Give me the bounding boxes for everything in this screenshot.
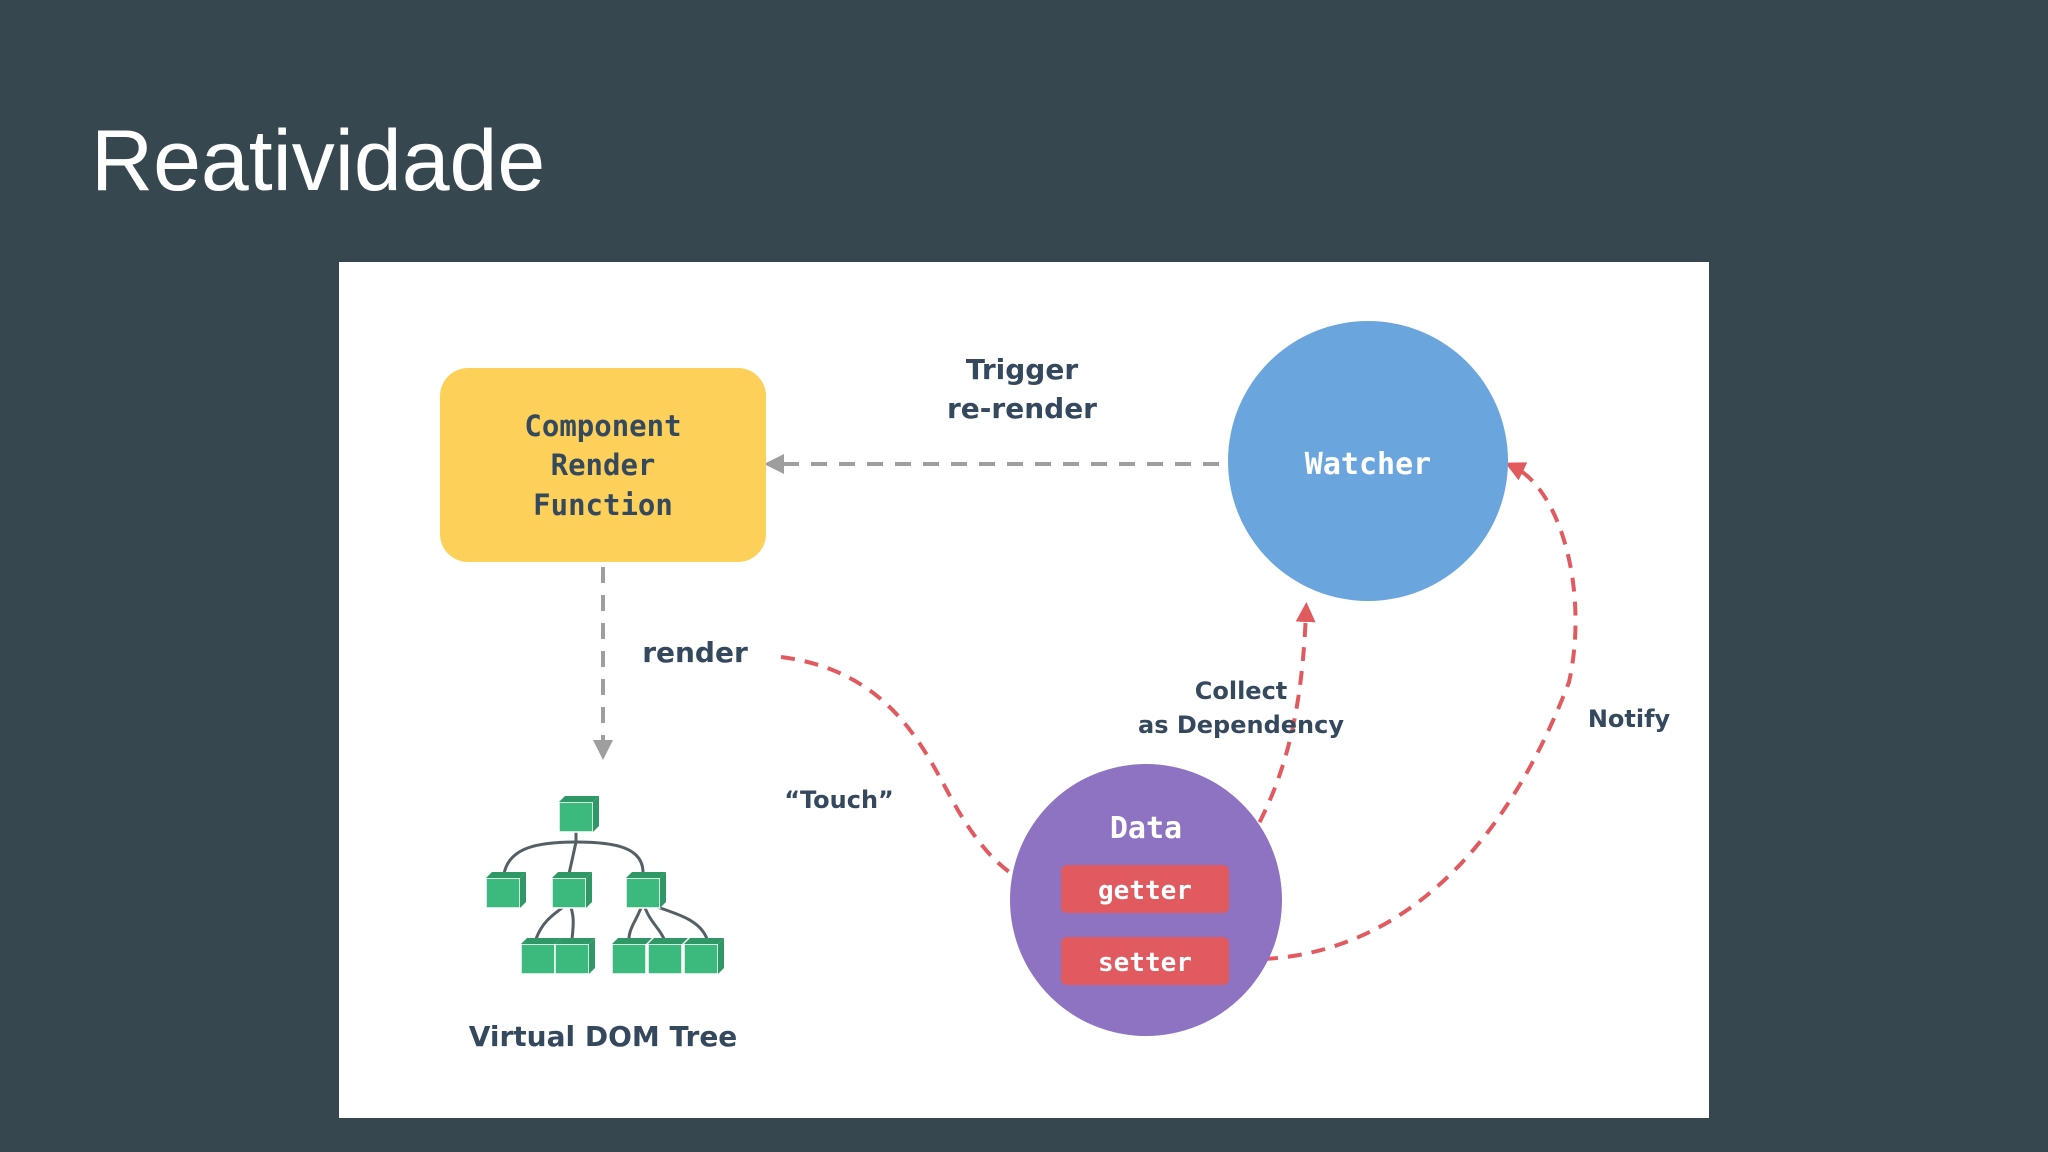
watcher-node: Watcher <box>1228 321 1508 601</box>
touch-label: “Touch” <box>784 786 894 814</box>
component-box-line-2: Render <box>551 448 656 482</box>
collect-label-line-1: Collect <box>1195 677 1288 705</box>
slide-title: Reatividade <box>91 113 546 209</box>
reactivity-diagram: Component Render Function Watcher Data g… <box>339 262 1709 1118</box>
notify-arrow <box>1263 462 1578 961</box>
virtual-dom-tree-label: Virtual DOM Tree <box>469 1020 738 1053</box>
setter-pill <box>1061 937 1229 985</box>
touch-arrow <box>780 655 1064 898</box>
component-box-line-3: Function <box>533 488 673 522</box>
notify-label: Notify <box>1588 705 1671 733</box>
trigger-label-line-2: re-render <box>947 392 1097 425</box>
data-label: Data <box>1110 811 1182 846</box>
getter-pill <box>1061 865 1229 913</box>
render-label: render <box>642 636 748 669</box>
setter-label: setter <box>1098 948 1192 978</box>
data-node: Data getter setter <box>1010 764 1282 1036</box>
component-render-function-box: Component Render Function <box>440 368 766 562</box>
trigger-label-line-1: Trigger <box>966 353 1079 386</box>
component-box-line-1: Component <box>524 409 681 443</box>
watcher-label: Watcher <box>1305 447 1431 482</box>
collect-label-line-2: as Dependency <box>1138 711 1344 739</box>
getter-label: getter <box>1098 876 1192 906</box>
virtual-dom-tree-icon <box>485 796 724 975</box>
